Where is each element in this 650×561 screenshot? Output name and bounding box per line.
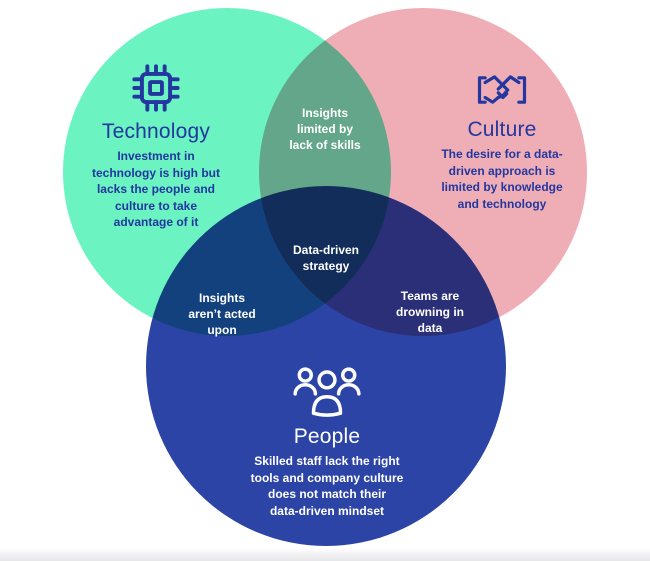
overlap-culture-people-label: Teams are drowning in data xyxy=(396,289,464,335)
people-group: People Skilled staff lack the right tool… xyxy=(212,363,442,519)
people-icon xyxy=(291,363,363,419)
technology-description: Investment in technology is high but lac… xyxy=(92,149,220,230)
overlap-technology-people-label: Insights aren’t acted upon xyxy=(188,291,256,337)
culture-group: Culture The desire for a data- driven ap… xyxy=(407,68,597,212)
culture-description: The desire for a data- driven approach i… xyxy=(441,147,563,211)
overlap-technology-culture-label: Insights limited by lack of skills xyxy=(289,106,361,152)
handshake-icon xyxy=(472,68,532,112)
technology-title: Technology xyxy=(101,120,211,143)
technology-group: Technology Investment in technology is h… xyxy=(61,62,251,231)
bottom-fade-strip xyxy=(0,548,650,561)
culture-title: Culture xyxy=(467,118,537,141)
people-circle xyxy=(146,186,506,546)
chip-icon xyxy=(130,62,182,114)
people-description: Skilled staff lack the right tools and c… xyxy=(250,454,404,518)
people-title: People xyxy=(293,425,361,448)
overlap-center-label: Data-driven strategy xyxy=(292,243,360,273)
